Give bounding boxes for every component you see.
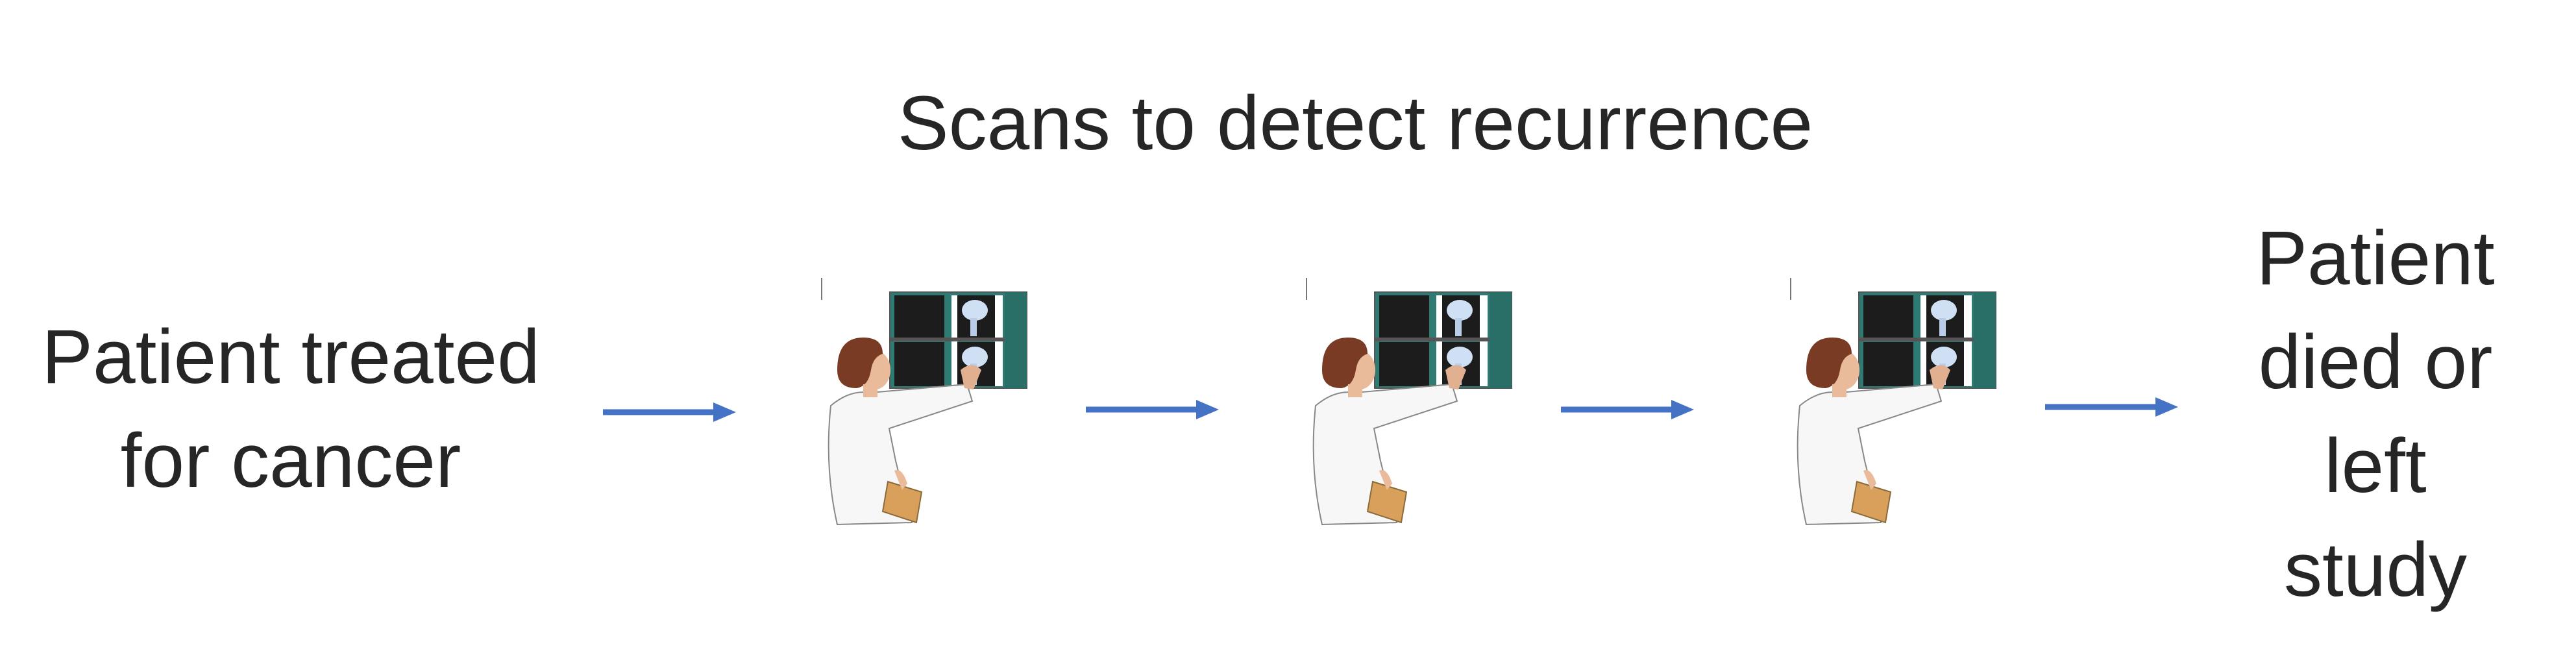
end-label-line: Patient [2256, 216, 2495, 301]
end-label-line: left [2324, 423, 2427, 509]
end-label: Patient died or left study [2200, 206, 2551, 622]
arrow-icon [1086, 400, 1219, 419]
doctor-viewing-xray-icon [1780, 273, 2007, 532]
arrow-icon [1561, 400, 1694, 419]
start-label-line: Patient treated [42, 314, 540, 400]
arrow-icon [603, 402, 736, 422]
diagram-title: Scans to detect recurrence [897, 80, 1813, 166]
doctor-viewing-xray-icon [811, 273, 1038, 532]
doctor-viewing-xray-icon [1296, 273, 1523, 532]
end-label-line: study [2283, 527, 2468, 613]
start-label-line: for cancer [120, 418, 461, 504]
arrow-icon [2045, 397, 2178, 417]
start-label: Patient treated for cancer [25, 305, 557, 513]
end-label-line: died or [2258, 319, 2493, 405]
